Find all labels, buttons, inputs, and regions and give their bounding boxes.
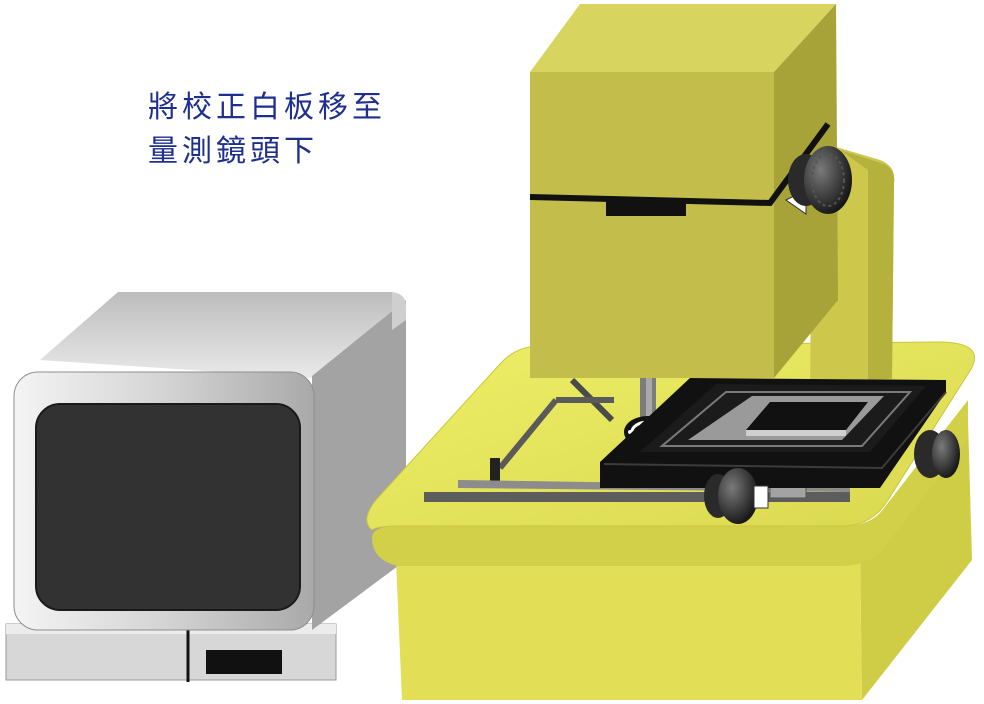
monitor-screen [35,403,301,611]
monitor-icon [5,292,407,682]
instruction-text: 將校正白板移至 量測鏡頭下 [148,86,448,174]
stage-knob-icon [704,430,960,524]
calibration-white-board-icon [688,396,884,440]
monitor-drive-slot [206,650,282,674]
focus-knob-icon [788,146,852,214]
measuring-microscope-icon [366,4,975,700]
instruction-line-2: 量測鏡頭下 [148,134,318,169]
instruction-line-1: 將校正白板移至 [148,90,386,125]
